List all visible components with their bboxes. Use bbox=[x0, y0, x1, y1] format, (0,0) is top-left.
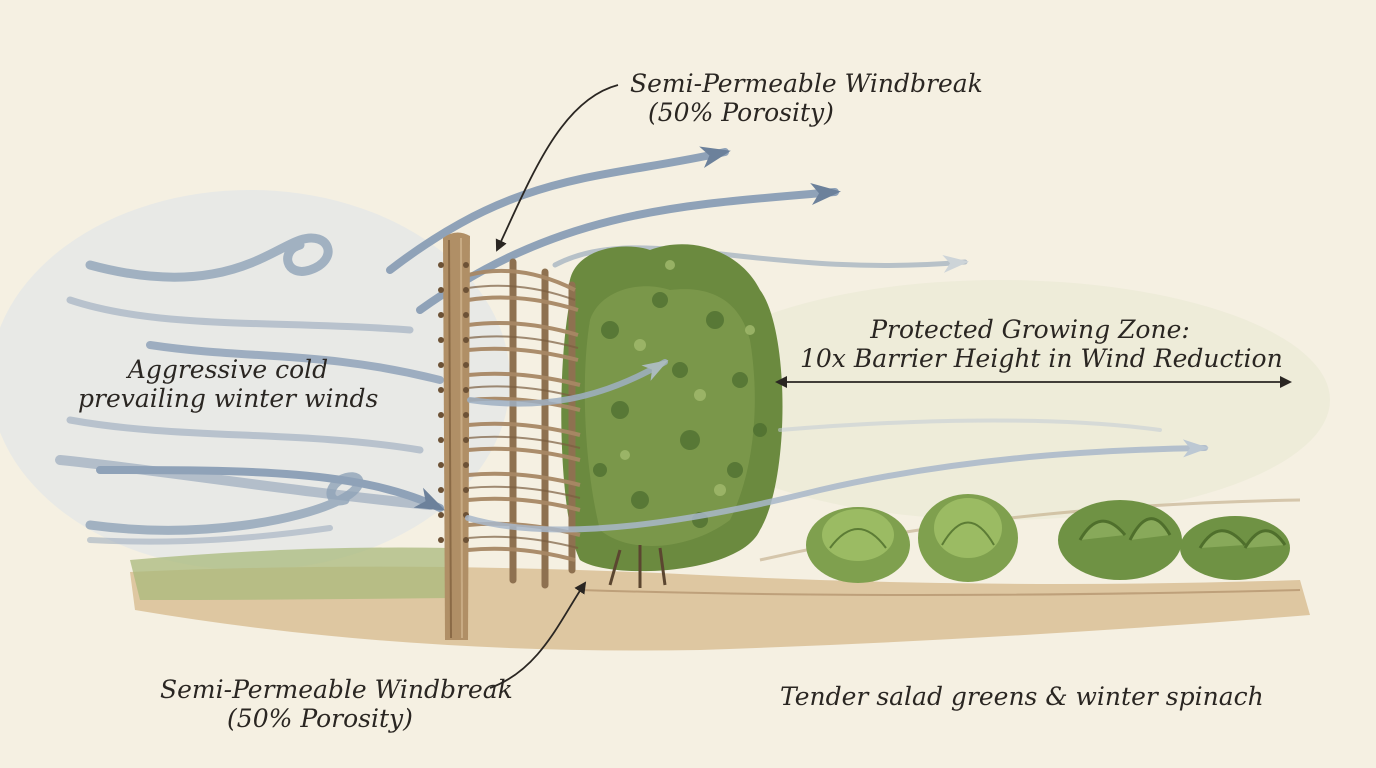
winds-label: Aggressive cold prevailing winter winds bbox=[78, 355, 378, 413]
fence-post bbox=[438, 232, 470, 640]
lettuce-plant-2 bbox=[918, 494, 1018, 582]
leader-lines bbox=[489, 84, 1292, 689]
bottom-windbreak-leader bbox=[489, 581, 587, 689]
spinach-row bbox=[1058, 500, 1290, 580]
ground bbox=[130, 498, 1310, 651]
hedge bbox=[561, 244, 783, 588]
salad-greens bbox=[806, 494, 1290, 583]
zone-label: Protected Growing Zone: 10x Barrier Heig… bbox=[800, 315, 1283, 373]
bottom-windbreak-label-line2: (50% Porosity) bbox=[227, 704, 413, 733]
bottom-windbreak-label: Semi-Permeable Windbreak (50% Porosity) bbox=[160, 675, 513, 733]
top-windbreak-label-line2: (50% Porosity) bbox=[648, 98, 834, 127]
background-wash bbox=[0, 190, 1330, 570]
greens-label: Tender salad greens & winter spinach bbox=[780, 682, 1264, 711]
zone-label-line1: Protected Growing Zone: bbox=[870, 315, 1190, 344]
bottom-windbreak-label-line1: Semi-Permeable Windbreak bbox=[160, 675, 513, 704]
top-windbreak-label-line1: Semi-Permeable Windbreak bbox=[630, 69, 983, 98]
filtered-wind-arrows bbox=[465, 359, 1209, 533]
winds-label-line2: prevailing winter winds bbox=[78, 384, 379, 413]
lettuce-plant-1 bbox=[806, 507, 910, 583]
top-windbreak-label: Semi-Permeable Windbreak (50% Porosity) bbox=[630, 69, 983, 127]
wind-swirls bbox=[55, 233, 435, 545]
zone-label-line2: 10x Barrier Height in Wind Reduction bbox=[800, 344, 1283, 373]
winds-label-line1: Aggressive cold bbox=[127, 355, 329, 384]
top-windbreak-leader bbox=[495, 84, 619, 252]
